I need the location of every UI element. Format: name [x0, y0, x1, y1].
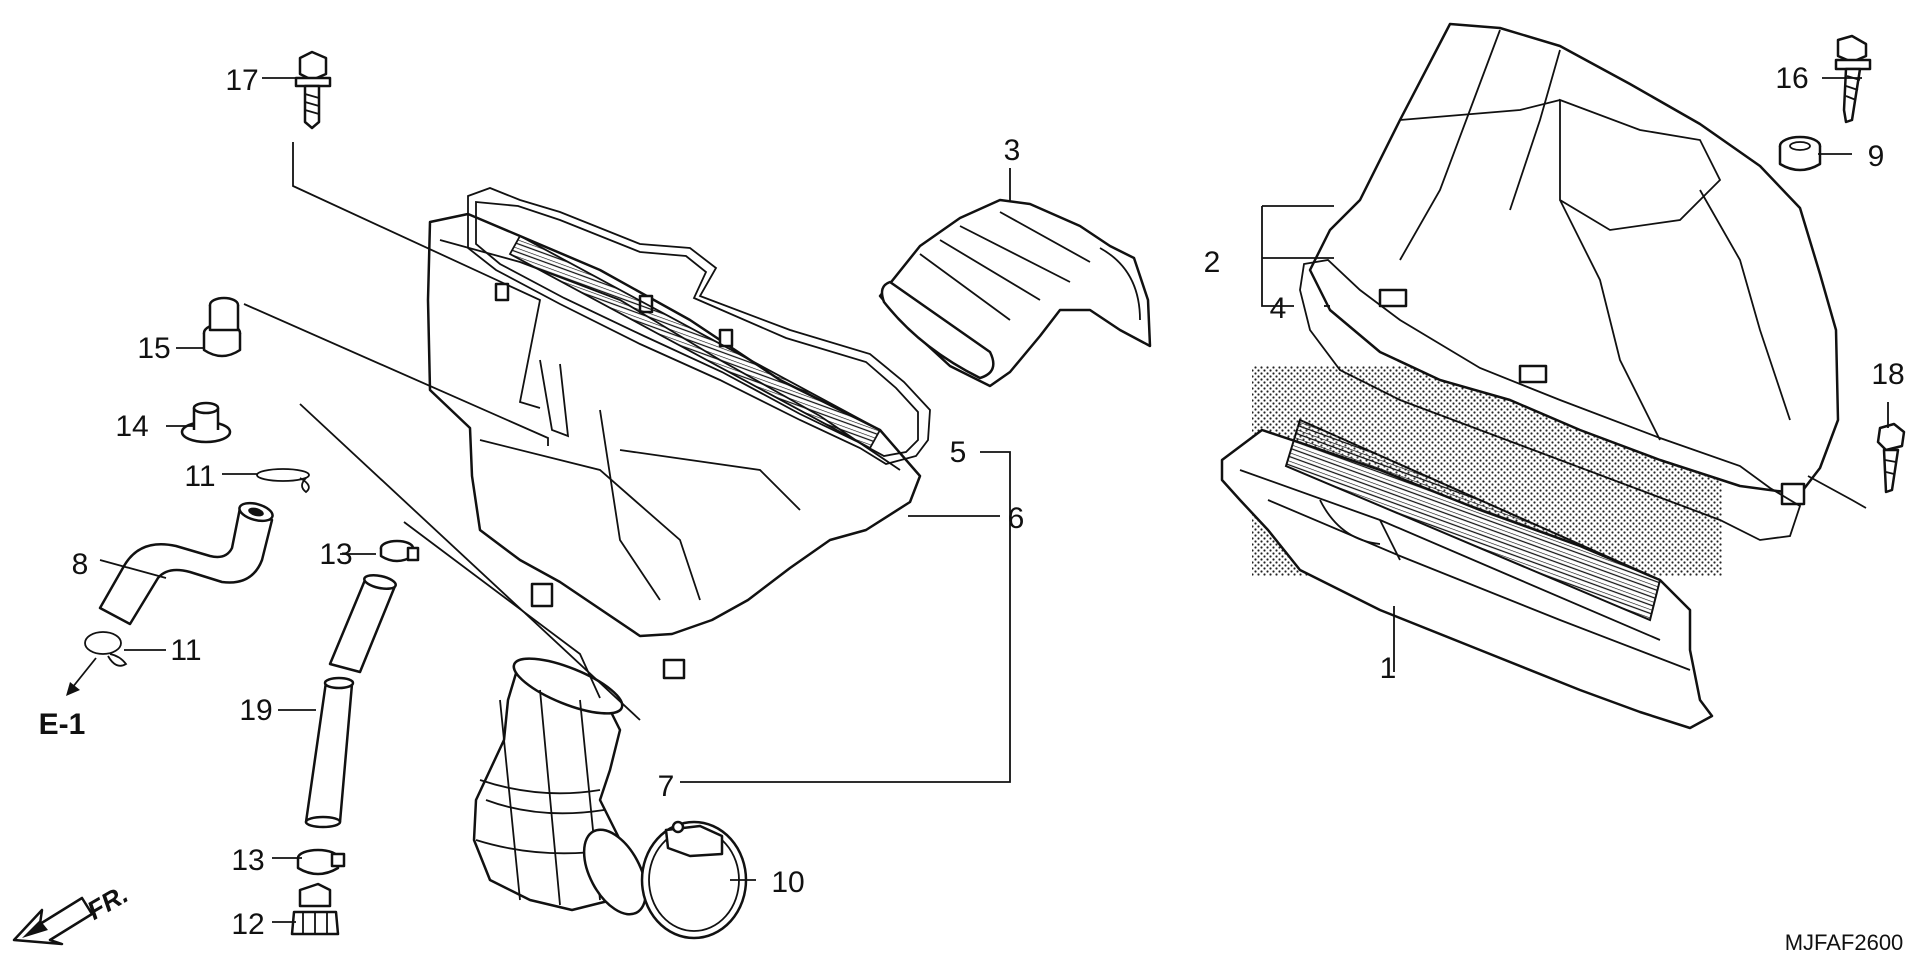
callout-labels: 1 2 3 4 5 6 7 8 9 10 11 11 12 13 13 14 1…	[72, 62, 1905, 941]
screw-16	[1834, 34, 1872, 124]
callout-4: 4	[1270, 292, 1287, 325]
callout-3: 3	[1004, 134, 1021, 167]
clamp-13-upper	[379, 539, 420, 563]
callout-18: 18	[1871, 358, 1904, 391]
callout-7: 7	[658, 770, 675, 803]
tube-19	[304, 574, 397, 829]
callout-10: 10	[771, 866, 804, 899]
air-boot-7	[472, 657, 648, 916]
air-filter-element	[1220, 418, 1714, 730]
front-label: FR.	[82, 879, 133, 926]
leader-lines	[99, 77, 1889, 923]
grommet-15	[202, 296, 242, 358]
callout-14: 14	[115, 410, 148, 443]
callout-15: 15	[137, 332, 170, 365]
plug-14	[180, 401, 232, 444]
callout-9: 9	[1868, 140, 1885, 173]
callout-16: 16	[1775, 62, 1808, 95]
cap-12	[290, 882, 340, 936]
callout-11-upper: 11	[184, 460, 215, 493]
gasket-4	[1299, 259, 1802, 541]
callout-17: 17	[225, 64, 258, 97]
reference-arrow	[66, 657, 97, 696]
callout-13-upper: 13	[319, 538, 352, 571]
callout-13-lower: 13	[231, 844, 264, 877]
callout-8: 8	[72, 548, 89, 581]
clamp-13-lower	[296, 848, 346, 876]
bolt-17	[294, 50, 332, 130]
callout-2: 2	[1204, 246, 1221, 279]
screw-18	[1876, 422, 1906, 494]
callout-5: 5	[950, 436, 967, 469]
band-10	[640, 820, 748, 940]
callout-19: 19	[239, 694, 272, 727]
callout-11-lower: 11	[170, 634, 201, 667]
clip-11-upper	[256, 468, 310, 494]
intake-duct-3	[878, 198, 1152, 388]
grommet-9	[1778, 135, 1822, 172]
air-cleaner-housing	[426, 212, 922, 680]
callout-6: 6	[1008, 502, 1025, 535]
callout-12: 12	[231, 908, 264, 941]
callout-1: 1	[1380, 652, 1397, 685]
drawing-code: MJFAF2600	[1785, 930, 1904, 955]
front-direction-arrow: FR.	[12, 879, 133, 946]
drain-tube-8	[98, 501, 274, 626]
gasket-5	[467, 187, 931, 465]
clip-11-lower	[84, 631, 128, 667]
reference-label: E-1	[39, 708, 86, 741]
